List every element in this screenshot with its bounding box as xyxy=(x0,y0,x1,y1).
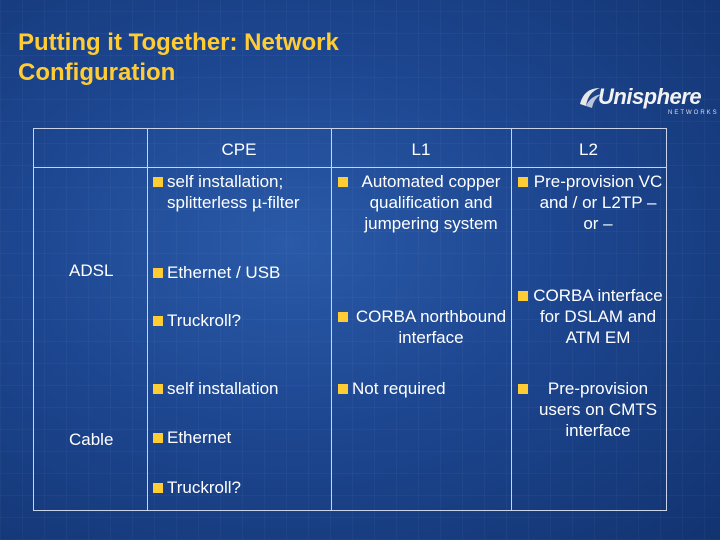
list-item: self installation xyxy=(153,378,331,399)
logo-swoosh-icon xyxy=(580,88,602,108)
bullet-square-icon xyxy=(153,268,163,278)
logo-subtitle: NETWORKS xyxy=(668,110,719,116)
column-divider xyxy=(147,129,148,510)
network-config-table: CPE L1 L2 ADSL Cable self installation; … xyxy=(33,128,667,511)
column-divider xyxy=(511,129,512,510)
list-item: CORBA northbound interface xyxy=(338,306,510,348)
header-cpe: CPE xyxy=(221,140,257,159)
list-item: Truckroll? xyxy=(153,310,331,331)
bullet-square-icon xyxy=(153,384,163,394)
bullet-square-icon xyxy=(153,483,163,493)
list-item: Truckroll? xyxy=(153,477,331,498)
company-logo: Unisphere NETWORKS xyxy=(578,78,718,122)
slide-title: Putting it Together: Network Configurati… xyxy=(18,29,339,86)
row-label-adsl: ADSL xyxy=(69,261,114,280)
bullet-square-icon xyxy=(153,316,163,326)
bullet-square-icon xyxy=(338,312,348,322)
header-divider xyxy=(34,167,666,168)
bullet-square-icon xyxy=(518,384,528,394)
list-item: Pre-provision VC and / or L2TP – or – xyxy=(518,171,664,234)
bullet-square-icon xyxy=(153,177,163,187)
bullet-square-icon xyxy=(338,177,348,187)
list-item: self installation; splitterless µ-filter xyxy=(153,171,331,213)
bullet-square-icon xyxy=(518,177,528,187)
list-item: Automated copper qualification and jumpe… xyxy=(338,171,510,234)
list-item: Ethernet xyxy=(153,427,331,448)
bullet-square-icon xyxy=(153,433,163,443)
list-item: Not required xyxy=(338,378,510,399)
list-item: CORBA interface for DSLAM and ATM EM xyxy=(518,285,664,348)
list-item: Ethernet / USB xyxy=(153,262,331,283)
logo-wordmark: Unisphere xyxy=(598,84,702,109)
list-item: Pre-provision users on CMTS interface xyxy=(518,378,664,441)
header-l2: L2 xyxy=(579,140,598,159)
row-label-cable: Cable xyxy=(69,430,114,449)
bullet-square-icon xyxy=(518,291,528,301)
header-l1: L1 xyxy=(411,140,431,159)
column-divider xyxy=(331,129,332,510)
bullet-square-icon xyxy=(338,384,348,394)
